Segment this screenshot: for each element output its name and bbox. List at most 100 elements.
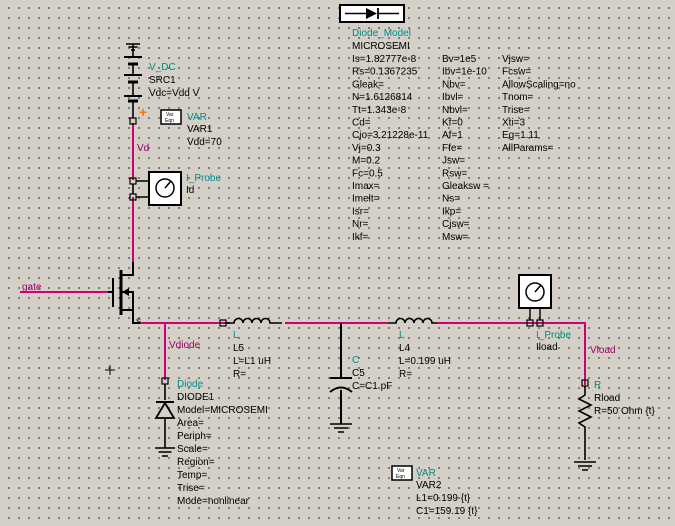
- var1-icon-text: Var: [166, 112, 174, 118]
- diode-model-params-col1: Is=1.82777e-8Rs=0.1367235Gleak=N=1.61268…: [352, 54, 429, 243]
- diode-model-param: M=0.2: [352, 156, 381, 167]
- iprobe-iload-pin-right[interactable]: [536, 319, 544, 327]
- iprobe-iload-pin-left[interactable]: [526, 319, 534, 327]
- node-label-vload: Vload: [590, 345, 616, 356]
- node-label-vd: Vd: [137, 143, 149, 154]
- l4-value: L=0.199 uH: [399, 356, 451, 367]
- diode-model-param: Nbv=: [442, 79, 466, 90]
- diode-model-param: Ibvl=: [442, 92, 464, 103]
- l4-type: L: [399, 330, 405, 341]
- var2-icon[interactable]: [391, 465, 413, 481]
- mosfet-switch[interactable]: s: [108, 262, 141, 327]
- diode-model-param: Jsw=: [442, 156, 465, 167]
- diode1-params: Model=MICROSEMIArea=Periph=Scale=Region=…: [177, 405, 268, 507]
- diode-model-param: Eg=1.11: [502, 130, 539, 141]
- diode-model-param: Isr=: [352, 206, 369, 217]
- vdc-value: Vdc=Vdd V: [149, 88, 200, 99]
- diode1-triangle: [154, 401, 176, 419]
- diode-model-params-col3: Vjsw=Fcsw=AllowScaling=noTnom=Trise=Xti=…: [502, 54, 576, 154]
- l5-coil: [226, 317, 282, 324]
- diode-model-icon-triangle: [366, 8, 377, 19]
- rload-zigzag: [577, 386, 593, 460]
- rload-name: Rload: [594, 393, 620, 404]
- diode-diode1[interactable]: Diode DIODE1 Model=MICROSEMIArea=Periph=…: [154, 377, 268, 507]
- diode-model-param: Imax=: [352, 181, 380, 192]
- l4-resistance: R=: [399, 369, 412, 380]
- diode-model-param: Fc=0.5: [352, 168, 383, 179]
- capacitor-c5[interactable]: C C5 C=C1 pF: [329, 355, 392, 433]
- c5-ground-icon: [330, 423, 352, 433]
- wire-vload: [532, 322, 586, 385]
- diode-model-param: Vj=0.3: [352, 143, 381, 154]
- c5-name: C5: [352, 368, 365, 379]
- diode-model-param: Fcsw=: [502, 67, 531, 78]
- c5-type: C: [352, 355, 359, 366]
- diode1-type: Diode: [177, 379, 204, 390]
- diode-model-param: Tt=1.343e-8: [352, 105, 407, 116]
- diode-model-param: Cjo=3.21228e-11: [352, 130, 429, 141]
- var1-icon-text-2: Eqn: [165, 118, 174, 124]
- var1-value: Vdd=70: [187, 137, 222, 148]
- vdc-pin[interactable]: [129, 117, 137, 125]
- iprobe-iload[interactable]: I_Probe Iload: [518, 274, 571, 353]
- diode-model-param: AllParams=: [502, 143, 554, 154]
- var2-line-l1: L1=0.199 {t}: [416, 493, 471, 504]
- diode1-param: Temp=: [177, 470, 207, 481]
- var2-line-c1: C1=159.19 {t}: [416, 506, 478, 517]
- inductor-l4[interactable]: L L4 L=0.199 uH R=: [388, 317, 451, 381]
- c5-plate-bottom: [329, 386, 353, 393]
- diode-model-params-col2: Bv=1e5Ibv=1e-10Nbv=Ibvl=Nbvl=Kf=0Af=1Ffe…: [442, 54, 489, 243]
- l4-name: L4: [399, 343, 411, 354]
- iprobe-id-name: Id: [186, 185, 194, 196]
- c5-value: C=C1 pF: [352, 381, 392, 392]
- var2-block[interactable]: Var Eqn VAR VAR2 L1=0.199 {t} C1=159.19 …: [391, 465, 478, 517]
- diode-model-name: MICROSEMI: [352, 41, 410, 52]
- diode-model-param: Rsw=: [442, 168, 467, 179]
- iprobe-id-links: [136, 180, 149, 198]
- diode-model-param: Tnom=: [502, 92, 534, 103]
- diode1-param: Trise=: [177, 483, 205, 494]
- iprobe-id[interactable]: I_Probe Id: [129, 171, 221, 206]
- var2-type: VAR: [416, 468, 436, 479]
- diode-model-param: Ns=: [442, 194, 460, 205]
- rload-ground-icon: [574, 461, 596, 471]
- diode-model-param: Rs=0.1367235: [352, 67, 418, 78]
- diode-model-param: Gleak=: [352, 79, 384, 90]
- diode-model-param: N=1.6126814: [352, 92, 413, 103]
- mosfet-source: [132, 310, 140, 324]
- iprobe-iload-needle: [534, 284, 542, 293]
- diode-model-param: Vjsw=: [502, 54, 529, 65]
- diode-model-param: Ikp=: [442, 206, 461, 217]
- diode-model-param: Xti=3: [502, 118, 526, 129]
- var1-block[interactable]: Var Eqn VAR VAR1 Vdd=70: [160, 109, 222, 148]
- iprobe-id-meter-icon[interactable]: [148, 171, 182, 206]
- wires: [20, 123, 586, 424]
- diode-model-type: Diode_Model: [352, 28, 411, 39]
- mosfet-drain: [121, 262, 134, 276]
- iprobe-id-meter-dial: [155, 178, 175, 198]
- vdc-source[interactable]: V_DC SRC1 Vdc=Vdd V +: [124, 43, 200, 125]
- diode1-param: Area=: [177, 418, 204, 429]
- var1-icon[interactable]: [160, 109, 182, 125]
- diode-model-param: Nbvl=: [442, 105, 468, 116]
- iprobe-id-meter-needle: [164, 180, 172, 189]
- node-label-gate: gate: [22, 282, 42, 293]
- diode-model-param: Ffe=: [442, 143, 462, 154]
- l5-value: L=L1 uH: [233, 356, 271, 367]
- diode-model-block[interactable]: Diode_Model MICROSEMI Is=1.82777e-8Rs=0.…: [339, 4, 576, 243]
- iprobe-iload-name: Iload: [536, 342, 558, 353]
- diode1-param: Region=: [177, 457, 215, 468]
- diode1-param: Model=MICROSEMI: [177, 405, 268, 416]
- diode1-param: Periph=: [177, 431, 212, 442]
- diode-model-param: Cjsw=: [442, 219, 470, 230]
- diode-model-param: Kf=0: [442, 118, 463, 129]
- diode-model-param: AllowScaling=no: [502, 79, 576, 90]
- var2-icon-text-2: Eqn: [396, 474, 405, 480]
- iprobe-iload-type: I_Probe: [536, 330, 571, 341]
- iprobe-id-type: I_Probe: [186, 173, 221, 184]
- resistor-rload[interactable]: R Rload R=50 Ohm {t}: [574, 379, 656, 471]
- node-label-vdiode: Vdiode: [169, 340, 201, 351]
- inductor-l5[interactable]: L L5 L=L1 uH R=: [219, 317, 282, 381]
- iprobe-iload-dial: [525, 282, 545, 302]
